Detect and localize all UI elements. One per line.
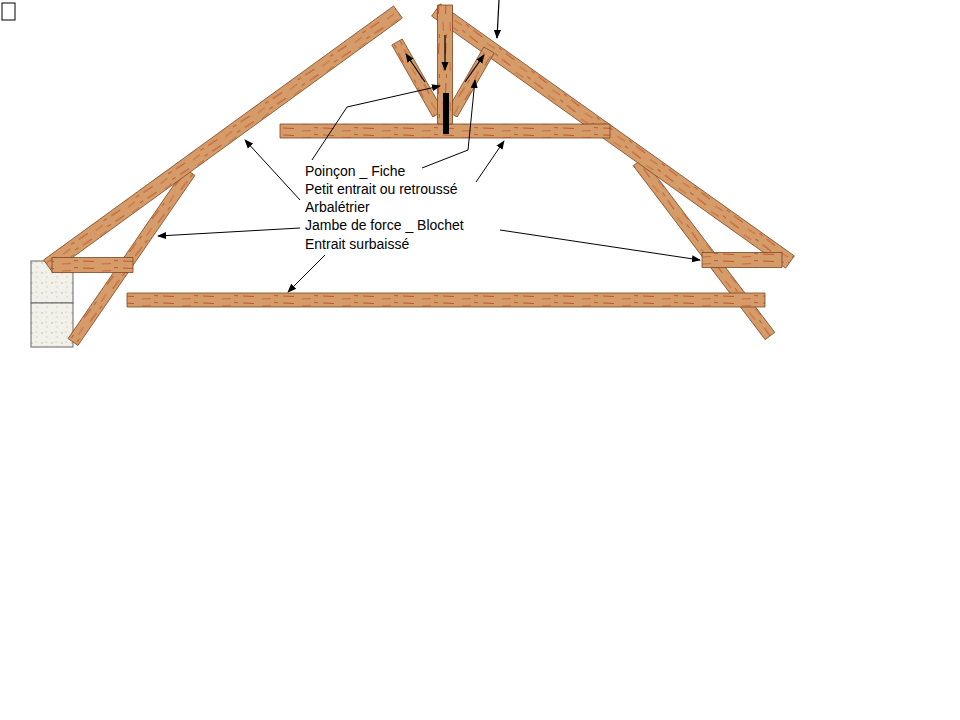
part-label: Poinçon _ Fiche — [305, 162, 405, 180]
entrait-surbaisse-beam — [127, 293, 765, 307]
wall-stones — [31, 261, 73, 347]
part-label: Arbalétrier — [305, 198, 370, 216]
leader-lines — [158, 80, 700, 292]
blochet-beam — [52, 258, 133, 273]
blochet-beam — [702, 253, 782, 268]
jambe-de-force-beam — [68, 169, 195, 346]
fiche-beam — [392, 39, 443, 117]
corner-box — [2, 3, 15, 20]
bolt — [443, 93, 449, 134]
part-label: Entrait surbaissé — [305, 235, 409, 253]
part-label: Petit entrait ou retroussé — [305, 180, 458, 198]
fiche-beam — [447, 47, 494, 117]
jambe-de-force-beam — [633, 158, 775, 339]
part-label: Jambe de force _ Blochet — [305, 216, 464, 234]
force-arrows — [406, 0, 499, 82]
